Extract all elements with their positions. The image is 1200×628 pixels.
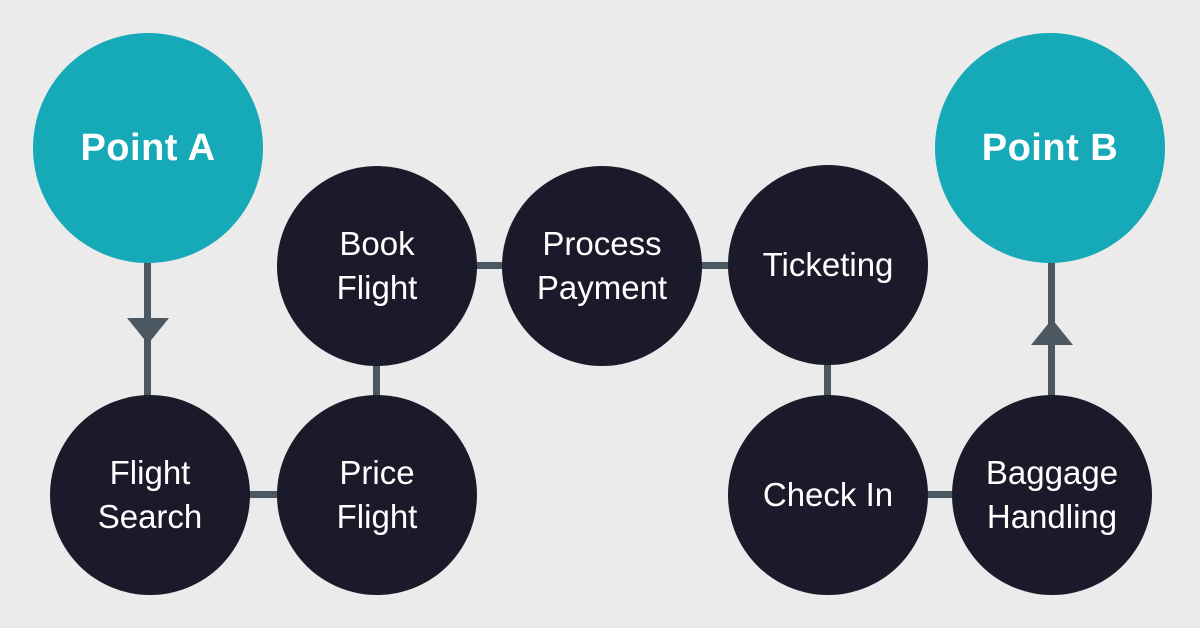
node-point-b-label: Point B bbox=[981, 126, 1119, 169]
node-flight-search: Flight Search bbox=[50, 395, 250, 595]
node-check-in: Check In bbox=[728, 395, 928, 595]
node-point-b: Point B bbox=[935, 33, 1165, 263]
node-check-in-label: Check In bbox=[762, 476, 894, 513]
node-point-a-label: Point A bbox=[80, 126, 216, 169]
node-price-flight-label: Price Flight bbox=[336, 454, 418, 535]
node-price-flight: Price Flight bbox=[277, 395, 477, 595]
connector-process-payment-ticketing bbox=[697, 262, 733, 269]
connector-book-flight-process-payment bbox=[472, 262, 507, 269]
connector-flight-search-price-flight bbox=[245, 491, 282, 498]
node-ticketing-label: Ticketing bbox=[762, 246, 894, 283]
node-flight-search-label: Flight Search bbox=[97, 454, 203, 535]
connector-ticketing-check-in bbox=[824, 360, 831, 400]
node-book-flight-label: Book Flight bbox=[336, 225, 418, 306]
node-process-payment: Process Payment bbox=[502, 166, 702, 366]
node-book-flight: Book Flight bbox=[277, 166, 477, 366]
node-point-a: Point A bbox=[33, 33, 263, 263]
node-ticketing: Ticketing bbox=[728, 165, 928, 365]
connector-price-flight-book-flight bbox=[373, 360, 380, 400]
arrow-up-icon bbox=[1031, 319, 1073, 345]
connector-check-in-baggage-handling bbox=[923, 491, 957, 498]
node-baggage-handling: Baggage Handling bbox=[952, 395, 1152, 595]
arrow-down-icon bbox=[127, 318, 169, 344]
node-process-payment-label: Process Payment bbox=[536, 225, 668, 306]
node-baggage-handling-label: Baggage Handling bbox=[985, 454, 1119, 535]
